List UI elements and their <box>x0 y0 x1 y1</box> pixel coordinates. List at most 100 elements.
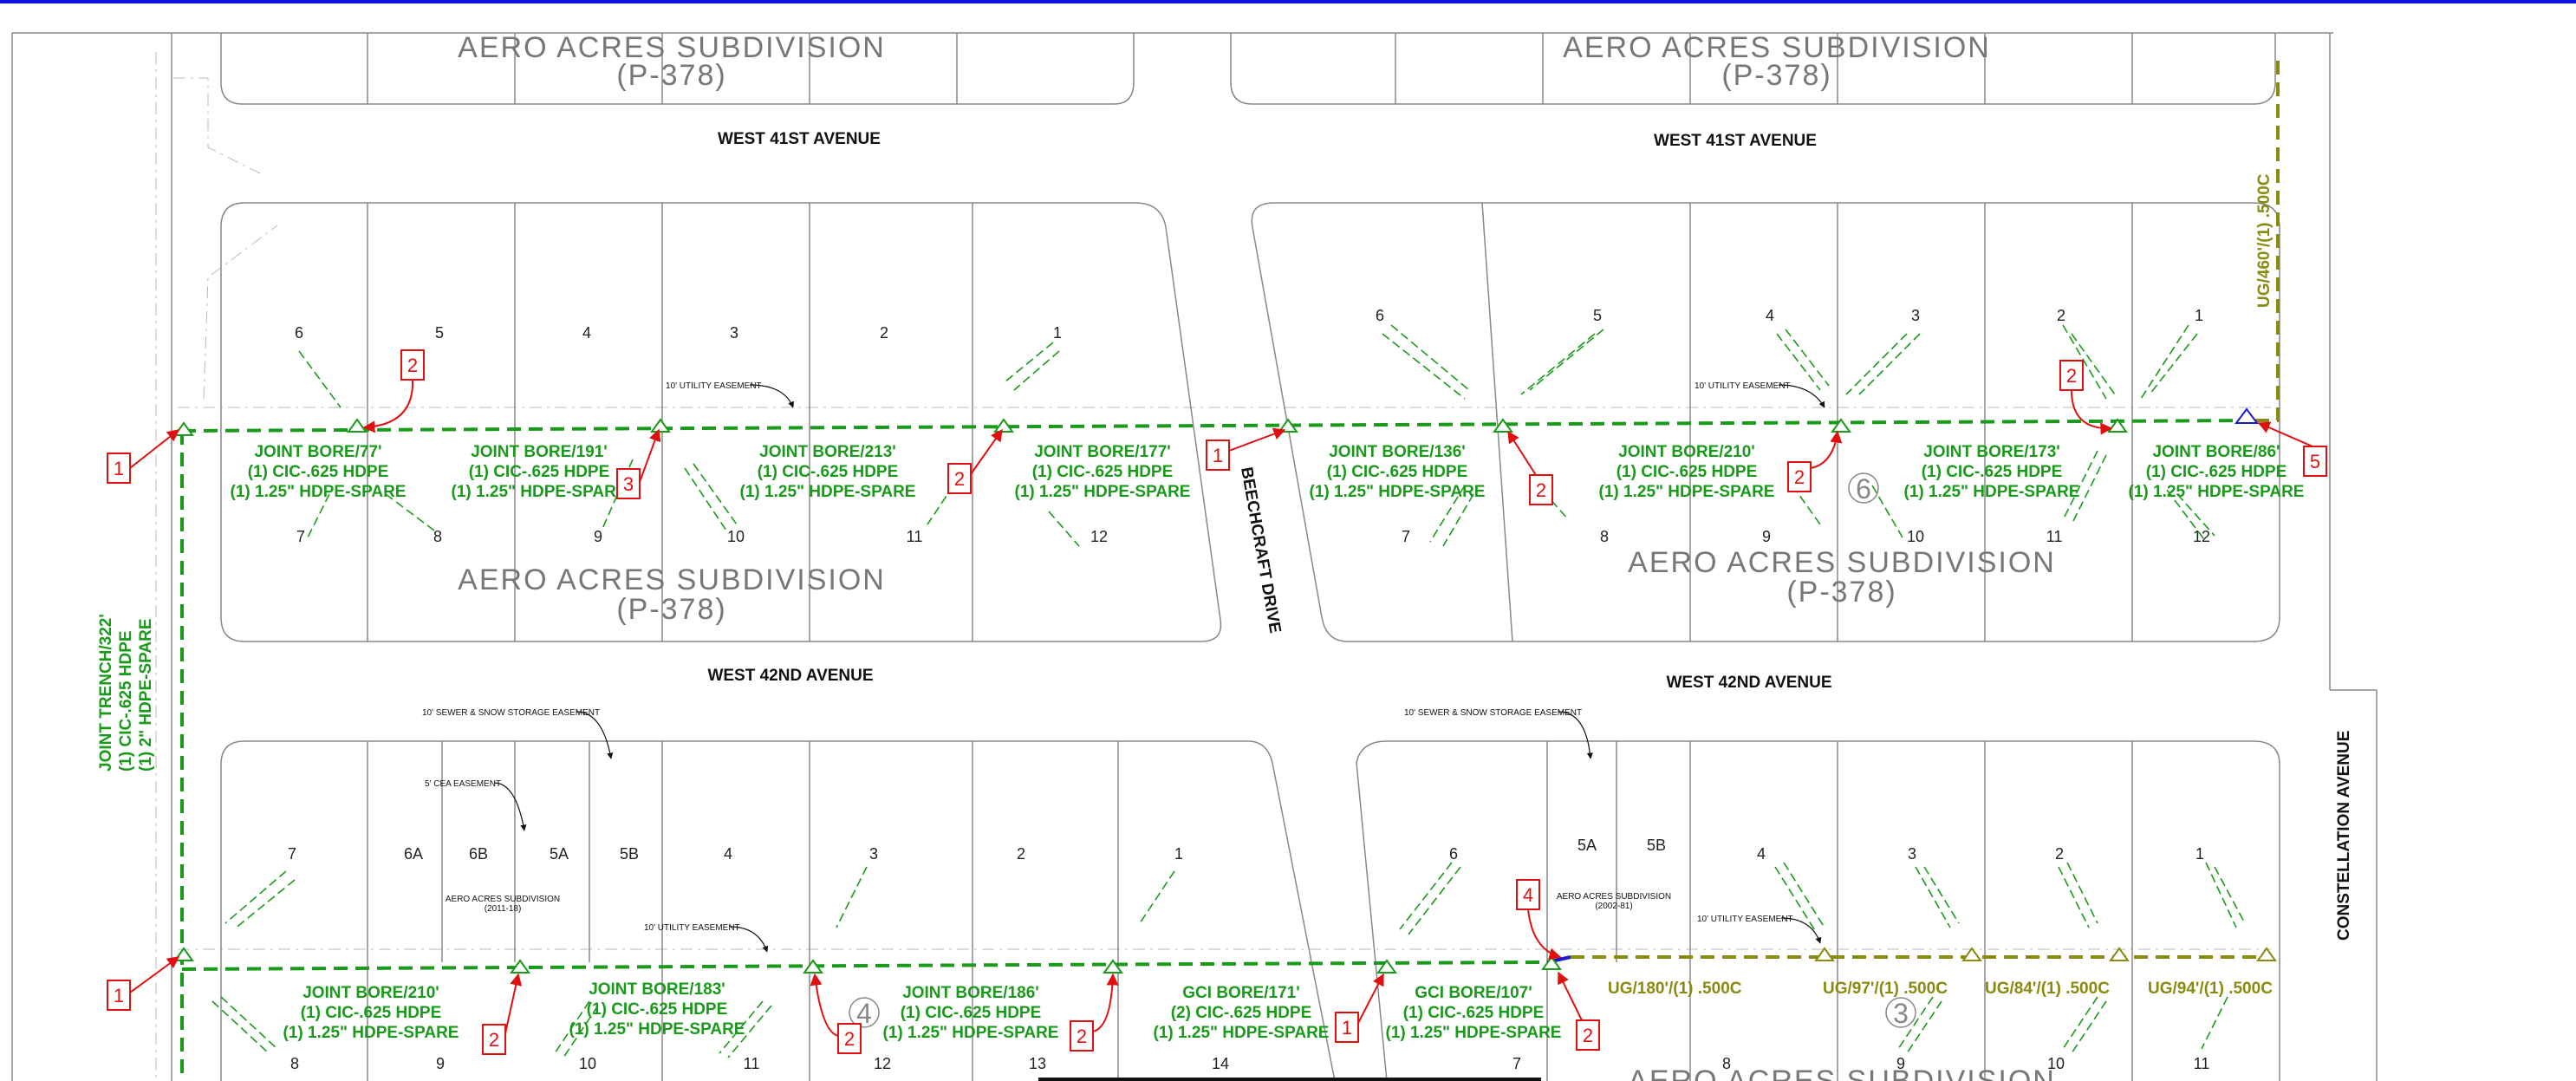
area-circles: 6 4 3 <box>849 472 1916 1029</box>
row-lines <box>155 52 2271 1081</box>
lot-number: 5 <box>1593 307 1602 324</box>
trench-title: JOINT TRENCH/322' <box>97 614 115 772</box>
bore-spec: (2) CIC-.625 HDPE <box>1171 1004 1312 1022</box>
bore-label: JOINT BORE/210' <box>1618 443 1755 461</box>
tag-label: 2 <box>844 1028 855 1050</box>
ug-label: UG/84'/(1) .500C <box>1985 980 2110 998</box>
bore-spec: (1) CIC-.625 HDPE <box>469 463 610 481</box>
bore-spec: (1) 1.25" HDPE-SPARE <box>283 1024 459 1042</box>
lot-number: 8 <box>1600 528 1609 545</box>
lot-number: 5A <box>1577 837 1597 854</box>
lot-number: 11 <box>744 1055 760 1072</box>
street-name: CONSTELLATION AVENUE <box>2335 731 2353 941</box>
bore-spec: (1) 1.25" HDPE-SPARE <box>231 483 407 501</box>
lot-number: 4 <box>724 845 732 863</box>
bore-label: JOINT BORE/213' <box>759 443 896 461</box>
block-bottom-left <box>220 740 1336 1081</box>
lot-number: 2 <box>2057 307 2065 324</box>
ug-label: UG/94'/(1) .500C <box>2148 980 2273 998</box>
bottom-edge-strip <box>1038 1078 1541 1081</box>
street-name: WEST 41ST AVENUE <box>718 130 881 148</box>
tag-label: 1 <box>1342 1017 1352 1039</box>
trench-spec: (1) CIC-.625 HDPE <box>117 630 135 772</box>
service-drops <box>211 324 2246 1058</box>
lot-number: 14 <box>1212 1055 1229 1072</box>
subdivision-plat: (P-378) <box>616 59 726 92</box>
top-blue-strip <box>0 0 2576 3</box>
drawing-frame <box>11 32 2378 1081</box>
lot-number: 8 <box>433 528 442 545</box>
street-name: BEECHCRAFT DRIVE <box>1237 466 1284 635</box>
tag-label: 3 <box>623 473 634 495</box>
bore-label: JOINT BORE/173' <box>1923 443 2060 461</box>
ug-labels: UG/460'/(1) .500C UG/180'/(1) .500C UG/9… <box>1608 173 2274 998</box>
lot-number: 9 <box>1896 1055 1905 1072</box>
lot-number: 1 <box>2195 307 2203 324</box>
subdivision-note: (2011-18) <box>485 904 522 914</box>
ug-label: UG/97'/(1) .500C <box>1823 980 1948 998</box>
subdivision-note: (2002-81) <box>1595 902 1632 911</box>
subdivision-note: AERO ACRES SUBDIVISION <box>446 895 560 904</box>
lot-number: 2 <box>1017 845 1025 863</box>
lot-number: 10 <box>727 528 745 545</box>
lot-number: 5B <box>1647 837 1666 854</box>
ug-pedestals <box>1814 947 2277 961</box>
lot-number: 3 <box>1911 307 1920 324</box>
lot-number: 8 <box>1722 1055 1731 1072</box>
subdivision-title: AERO ACRES SUBDIVISION <box>1563 31 1991 64</box>
lot-number: 6A <box>404 845 423 863</box>
bore-spec: (1) CIC-.625 HDPE <box>1922 463 2063 481</box>
bore-spec: (1) 1.25" HDPE-SPARE <box>1386 1024 1562 1042</box>
cable-route-olive <box>1571 61 2280 959</box>
subdivision-title: AERO ACRES SUBDIVISION <box>1628 1065 2056 1081</box>
subdivision-title: AERO ACRES SUBDIVISION <box>1628 546 2056 579</box>
easement-note: 10' SEWER & SNOW STORAGE EASEMENT <box>422 708 600 718</box>
subdivision-title: AERO ACRES SUBDIVISION <box>458 31 886 64</box>
circle-label: 4 <box>856 998 872 1029</box>
bore-spec: (1) 1.25" HDPE-SPARE <box>452 483 628 501</box>
bore-spec: (1) 1.25" HDPE-SPARE <box>1310 483 1486 501</box>
lot-number: 1 <box>1174 845 1183 863</box>
bore-label: JOINT BORE/183' <box>589 980 725 999</box>
bore-spec: (1) 1.25" HDPE-SPARE <box>740 483 916 501</box>
tag-label: 2 <box>489 1029 499 1051</box>
lot-number: 4 <box>582 324 591 342</box>
bore-spec: (1) CIC-.625 HDPE <box>1617 463 1758 481</box>
bore-spec: (1) CIC-.625 HDPE <box>301 1004 442 1022</box>
lot-number: 10 <box>1907 528 1924 545</box>
lot-number: 11 <box>2046 528 2063 545</box>
block-top <box>220 33 2276 105</box>
circle-label: 6 <box>1856 473 1871 505</box>
lot-number: 5A <box>550 845 569 863</box>
tag-label: 2 <box>1583 1025 1593 1046</box>
bore-spec: (1) 1.25" HDPE-SPARE <box>883 1024 1059 1042</box>
lot-numbers: 6 5 4 3 2 1 6 5 4 3 2 1 7 8 9 10 11 12 7… <box>288 307 2210 1072</box>
lot-number: 9 <box>594 528 602 545</box>
lot-number: 4 <box>1757 845 1766 863</box>
easement-note: 10' UTILITY EASEMENT <box>666 381 762 391</box>
lot-number: 10 <box>579 1055 596 1072</box>
bore-spec: (1) CIC-.625 HDPE <box>901 1004 1042 1022</box>
ug-label: UG/460'/(1) .500C <box>2255 173 2274 308</box>
lot-number: 11 <box>907 528 923 545</box>
tag-label: 1 <box>1213 445 1223 466</box>
bore-spec: (1) 1.25" HDPE-SPARE <box>2129 483 2305 501</box>
subdivision-plat: (P-378) <box>1721 59 1831 92</box>
lot-number: 6 <box>1376 307 1384 324</box>
lot-number: 11 <box>2194 1055 2210 1072</box>
trench-spec: (1) 2" HDPE-SPARE <box>137 618 155 772</box>
easement-note: 10' UTILITY EASEMENT <box>1695 381 1791 391</box>
bore-spec: (1) CIC-.625 HDPE <box>758 463 899 481</box>
bore-spec: (1) CIC-.625 HDPE <box>1032 463 1174 481</box>
lot-number: 2 <box>880 324 888 342</box>
bore-label: JOINT BORE/191' <box>471 443 608 461</box>
street-labels: WEST 41ST AVENUE WEST 41ST AVENUE WEST 4… <box>707 130 2353 941</box>
bore-spec: (1) 1.25" HDPE-SPARE <box>1015 483 1191 501</box>
lot-number: 6 <box>1449 845 1458 863</box>
lot-number: 12 <box>1090 528 1108 545</box>
trench-label: JOINT TRENCH/322' (1) CIC-.625 HDPE (1) … <box>97 614 155 772</box>
circle-label: 3 <box>1893 998 1909 1029</box>
tag-label: 2 <box>1536 479 1546 501</box>
easement-note: 5' CEA EASEMENT <box>425 779 501 789</box>
